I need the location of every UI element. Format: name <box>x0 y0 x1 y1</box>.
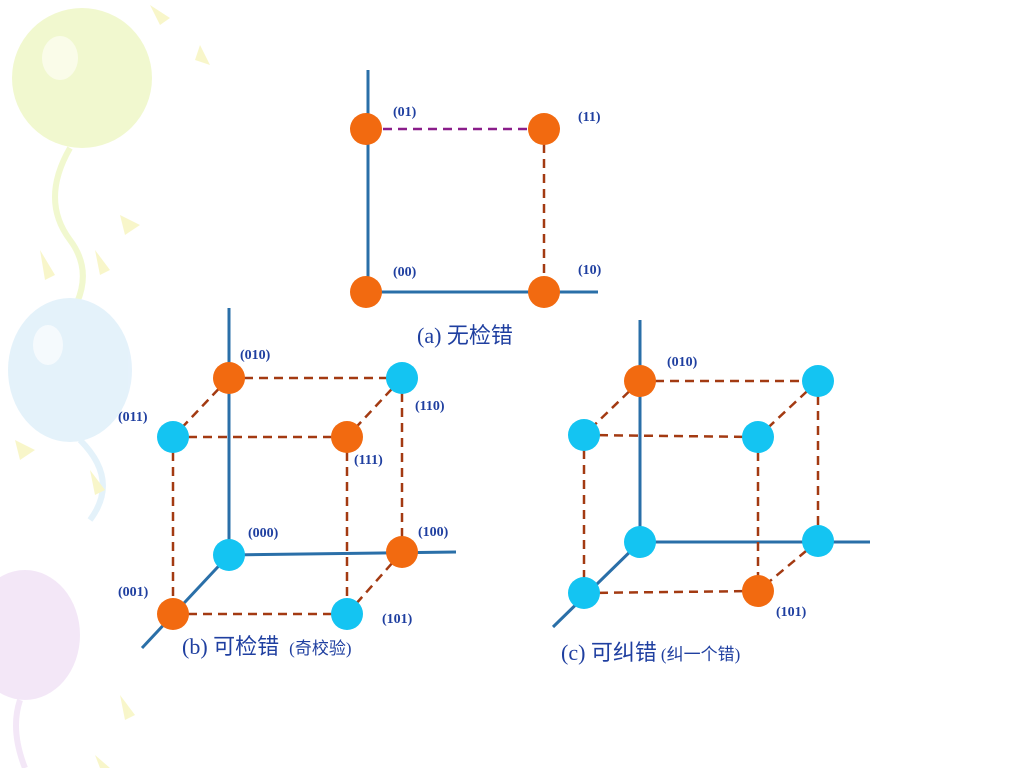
sun-ray-shape <box>90 470 105 495</box>
sun-ray-shape <box>40 250 55 280</box>
blue-balloon <box>8 298 132 442</box>
b-z-axis <box>140 553 231 650</box>
balloon-highlight <box>33 325 63 365</box>
c-node-010 <box>624 365 656 397</box>
balloon-decoration <box>0 5 210 768</box>
c-node-111 <box>742 421 774 453</box>
balloon-string <box>77 437 106 522</box>
c-label-101: (101) <box>776 605 807 620</box>
c-node-000 <box>624 526 656 558</box>
diagram-a-2bit-square: (01) (11) (00) (10) (a) 无检错 <box>350 70 602 348</box>
a-caption: (a) 无检错 <box>417 323 513 348</box>
b-node-000 <box>213 539 245 571</box>
b-label-100: (100) <box>418 525 449 540</box>
c-edge-001-101 <box>583 589 759 595</box>
b-label-011: (011) <box>118 410 148 425</box>
diagram-b-3bit-cube: (010) (011) (110) (111) (000) (100) (001… <box>118 308 457 659</box>
balloon-string <box>13 699 28 768</box>
sun-ray-shape <box>195 45 210 65</box>
c-node-001 <box>568 577 600 609</box>
c-label-010: (010) <box>667 355 698 370</box>
b-caption-main: (b) 可检错 <box>182 634 279 659</box>
b-label-101: (101) <box>382 612 413 627</box>
c-node-101 <box>742 575 774 607</box>
a-label-10: (10) <box>578 263 602 278</box>
sun-ray-shape <box>120 215 140 235</box>
b-label-001: (001) <box>118 585 149 600</box>
b-node-100 <box>386 536 418 568</box>
purple-balloon <box>0 570 80 700</box>
a-node-01 <box>350 113 382 145</box>
a-label-00: (00) <box>393 265 417 280</box>
a-label-01: (01) <box>393 105 417 120</box>
b-node-111 <box>331 421 363 453</box>
b-node-101 <box>331 598 363 630</box>
sun-ray-shape <box>150 5 170 25</box>
a-node-11 <box>528 113 560 145</box>
b-node-010 <box>213 362 245 394</box>
b-x-axis <box>228 550 457 557</box>
a-label-11: (11) <box>578 110 601 125</box>
b-node-110 <box>386 362 418 394</box>
b-label-111: (111) <box>354 453 383 468</box>
sun-ray-shape <box>15 440 35 460</box>
a-node-10 <box>528 276 560 308</box>
b-caption-note: (奇校验) <box>289 639 351 658</box>
c-caption-main: (c) 可纠错 <box>561 640 657 665</box>
b-label-110: (110) <box>415 399 445 414</box>
c-node-100 <box>802 525 834 557</box>
c-node-011 <box>568 419 600 451</box>
c-caption-note: (纠一个错) <box>661 645 740 664</box>
a-node-00 <box>350 276 382 308</box>
c-caption: (c) 可纠错 (纠一个错) <box>561 640 740 665</box>
green-balloon <box>12 8 152 148</box>
c-node-110 <box>802 365 834 397</box>
balloon-highlight <box>42 36 78 80</box>
b-node-011 <box>157 421 189 453</box>
b-node-001 <box>157 598 189 630</box>
diagram-c-3bit-cube: (010) (101) (c) 可纠错 (纠一个错) <box>551 320 870 665</box>
b-caption: (b) 可检错 (奇校验) <box>182 634 351 659</box>
b-label-010: (010) <box>240 348 271 363</box>
c-edge-011-111 <box>583 433 759 439</box>
sun-ray-shape <box>95 250 110 275</box>
b-label-000: (000) <box>248 526 279 541</box>
sun-ray-shape <box>120 695 135 720</box>
sun-ray-shape <box>95 755 110 768</box>
